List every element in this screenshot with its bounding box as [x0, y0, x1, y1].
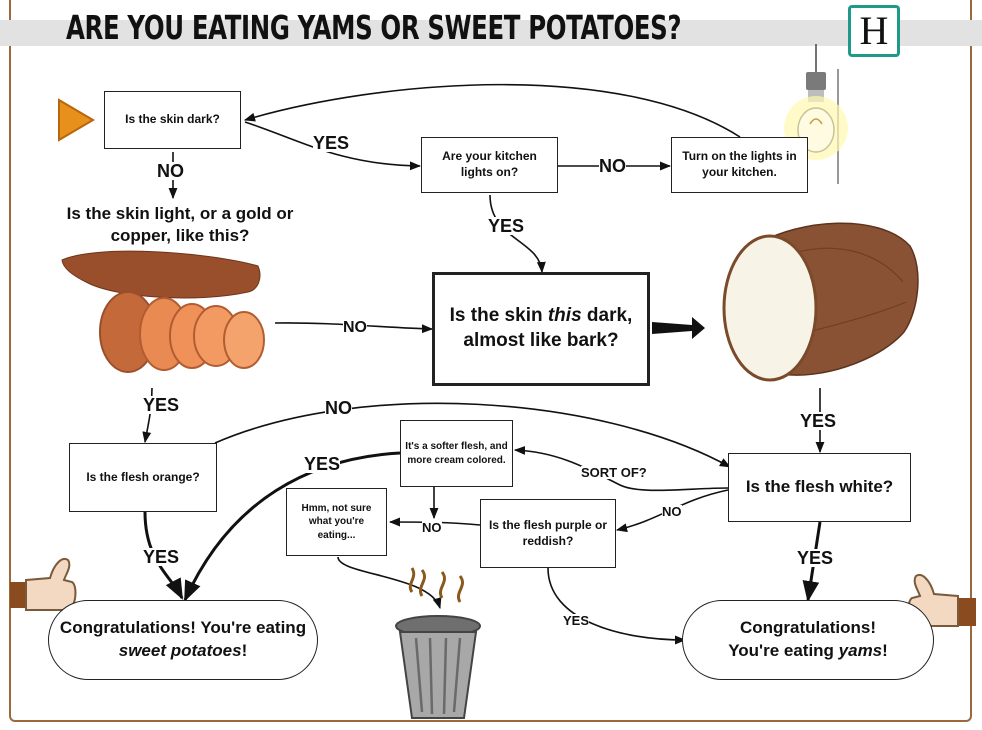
label-no-skin-dark: NO [157, 161, 184, 181]
title-band [0, 20, 982, 46]
node-skin-light-question: Is the skin light, or a gold or copper, … [66, 204, 294, 246]
node-skin-this-dark: Is the skin this dark, almost like bark? [432, 272, 650, 386]
page-title: ARE YOU EATING YAMS OR SWEET POTATOES? [66, 8, 682, 47]
label-yes-purple: YES [563, 613, 590, 628]
result-yams: Congratulations! You're eating yams! [682, 600, 934, 680]
node-softer-flesh: It's a softer flesh, and more cream colo… [400, 420, 513, 487]
start-arrow-icon [58, 98, 95, 142]
node-flesh-orange: Is the flesh orange? [69, 443, 217, 512]
label-yes-orange: YES [143, 547, 180, 567]
label-no-purple: NO [422, 520, 442, 535]
node-flesh-white: Is the flesh white? [728, 453, 911, 522]
result-sweet-potatoes: Congratulations! You're eating sweet pot… [48, 600, 318, 680]
label-no-white: NO [662, 504, 682, 519]
label-yes-sweet-photo: YES [143, 395, 180, 415]
label-no-lights: NO [599, 156, 626, 176]
sweet-potato-image [61, 250, 265, 373]
node-flesh-purple: Is the flesh purple or reddish? [480, 499, 616, 568]
label-yes-cream: YES [304, 454, 341, 474]
label-no-to-bark: NO [343, 319, 367, 336]
node-turn-on-lights: Turn on the lights in your kitchen. [671, 137, 808, 193]
label-no-top-arc: NO [325, 398, 352, 418]
node-kitchen-lights: Are your kitchen lights on? [421, 137, 558, 193]
label-yes-white: YES [797, 548, 834, 568]
node-skin-dark: Is the skin dark? [104, 91, 241, 149]
thumbs-up-left-icon [10, 558, 77, 611]
label-sort-of: SORT OF? [581, 465, 647, 480]
page-frame [9, 0, 972, 722]
logo: H [848, 5, 900, 57]
node-not-sure: Hmm, not sure what you're eating... [286, 488, 387, 556]
trash-can-icon [395, 567, 481, 719]
label-yes-lights: YES [488, 216, 525, 236]
label-yes-yam-photo: YES [800, 411, 837, 431]
yam-image [722, 222, 919, 382]
label-yes-to-lights: YES [313, 133, 350, 153]
